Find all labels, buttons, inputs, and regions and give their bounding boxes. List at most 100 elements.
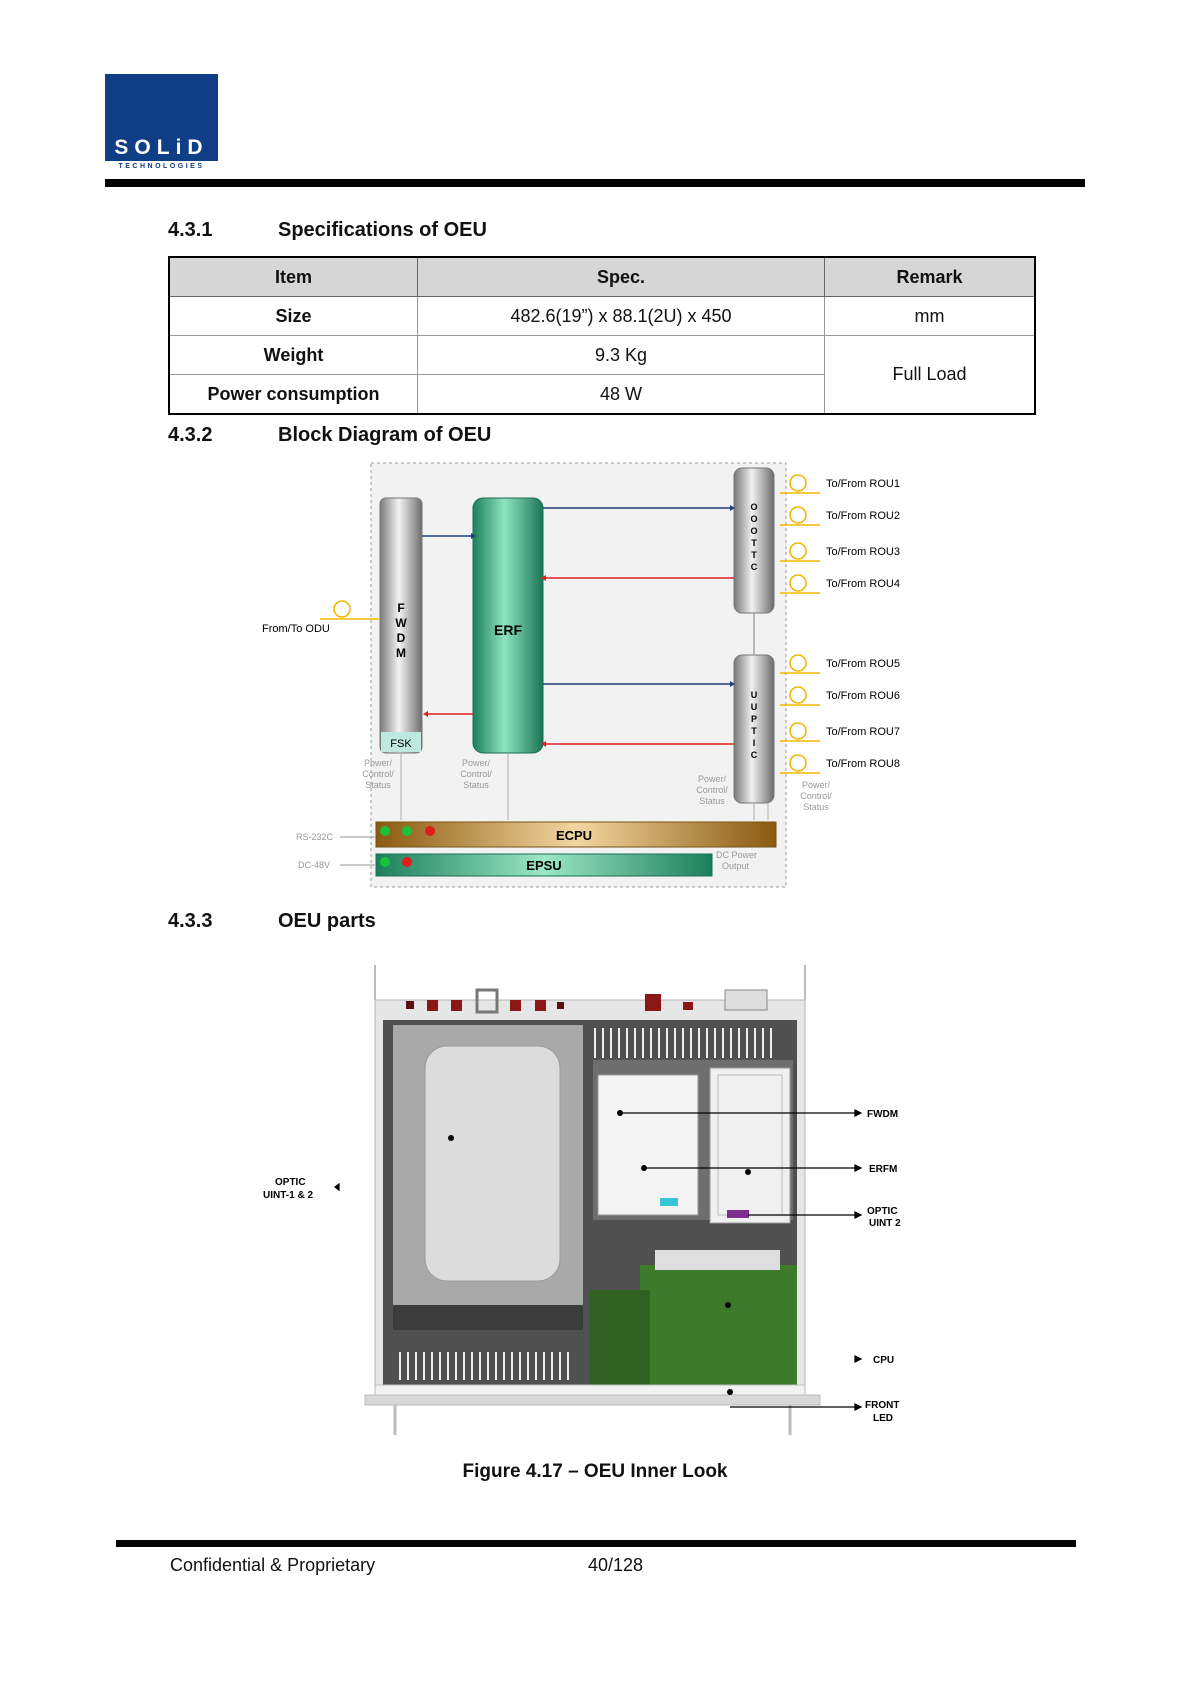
epsu-label: EPSU (526, 858, 561, 873)
optic-unit-2: U U P T I C (733, 654, 775, 804)
optic1-letter: O (750, 526, 757, 536)
table-row: Weight 9.3 Kg Full Load (168, 335, 1036, 415)
pcs-label: Power/ (462, 758, 491, 768)
front-panel (374, 1384, 806, 1396)
dc48-label: DC-48V (298, 860, 330, 870)
optic1-letter: C (751, 562, 758, 572)
spec-table: Item Spec. Remark Size 482.6(19”) x 88.1… (168, 256, 1036, 415)
cpu-board (590, 1250, 797, 1390)
io-labels: RS-232C DC-48V DC Power Output (296, 832, 757, 871)
rou-label: To/From ROU4 (826, 578, 900, 590)
fwdm-letter: W (395, 616, 407, 630)
pcs-labels: Power/ Control/ Status Power/ Control/ S… (362, 758, 832, 812)
fwdm-letter: F (397, 601, 404, 615)
epsu-module: EPSU (375, 853, 713, 877)
optic2-letter: U (751, 702, 758, 712)
callout-fwdm: FWDM (867, 1109, 898, 1120)
rou-label: To/From ROU8 (826, 758, 900, 770)
optic-unit-module (393, 1025, 583, 1380)
col-header-item: Item (168, 256, 418, 297)
footer-rule (116, 1540, 1076, 1547)
rou-label: To/From ROU6 (826, 690, 900, 702)
pcs-label: Power/ (364, 758, 393, 768)
optic1-letter: T (751, 538, 757, 548)
row-size-item: Size (168, 296, 418, 336)
block-diagram: F W D M FSK ERF O O O T T C U U P T I C (262, 462, 900, 888)
footer-confidential: Confidential & Proprietary (170, 1555, 376, 1575)
pcs-label: Status (365, 780, 391, 790)
fwdm-letter: D (397, 631, 406, 645)
optic2-letter: C (751, 750, 758, 760)
rou-label: To/From ROU7 (826, 726, 900, 738)
section-title-1: Specifications of OEU (278, 219, 487, 241)
row-size-remark: mm (824, 296, 1036, 336)
row-size-spec: 482.6(19”) x 88.1(2U) x 450 (417, 296, 825, 336)
erf-label: ERF (494, 622, 522, 638)
row-weight-item: Weight (168, 335, 418, 375)
pcs-label: Status (699, 796, 725, 806)
callout-optic-left: UINT-1 & 2 (263, 1190, 313, 1201)
row-power-item: Power consumption (168, 374, 418, 415)
optic1-letter: T (751, 550, 757, 560)
fwdm-module: F W D M FSK (379, 497, 423, 754)
callout-optic-left: OPTIC (275, 1177, 306, 1188)
front-led-indicator (727, 1389, 733, 1395)
callout-front-led: LED (873, 1413, 893, 1424)
heatsink-top (594, 1028, 772, 1058)
rou-label: To/From ROU2 (826, 510, 900, 522)
row-weight-spec: 9.3 Kg (417, 335, 825, 375)
col-header-spec: Spec. (417, 256, 825, 297)
pcs-label: Power/ (802, 780, 831, 790)
optic2-letter: U (751, 690, 758, 700)
optical-ports (320, 474, 820, 774)
callout-erfm: ERFM (869, 1164, 897, 1175)
callout-optic-right: OPTIC (867, 1206, 898, 1217)
pcs-label: Control/ (800, 791, 832, 801)
ecpu-label: ECPU (556, 828, 592, 843)
callout-lines (334, 1109, 863, 1411)
header-rule (105, 179, 1085, 187)
optic1-letter: O (750, 514, 757, 524)
optic-unit-2-board (709, 1067, 791, 1224)
section-title-3: OEU parts (278, 910, 376, 932)
section-number-2: 4.3.2 (168, 424, 213, 446)
col-header-remark: Remark (824, 256, 1036, 297)
callout-labels: OPTIC UINT-1 & 2 FWDM ERFM OPTIC UINT 2 … (263, 1109, 901, 1424)
section-number-1: 4.3.1 (168, 219, 213, 241)
io-lines (340, 836, 376, 866)
logo-text: SOLiD (114, 136, 209, 159)
callout-front-led: FRONT (865, 1400, 899, 1411)
optic2-letter: T (751, 726, 757, 736)
section-number-3: 4.3.3 (168, 910, 213, 932)
callout-cpu: CPU (873, 1355, 894, 1366)
company-logo: SOLiD TECHNOLOGIES (105, 74, 218, 172)
table-row: Size 482.6(19”) x 88.1(2U) x 450 mm (168, 296, 1036, 336)
diagram-frame (370, 462, 787, 888)
pcs-label: Control/ (460, 769, 492, 779)
figure-caption: Figure 4.17 – OEU Inner Look (462, 1461, 728, 1482)
optic2-letter: P (751, 714, 757, 724)
signal-arrows (422, 505, 755, 747)
oeu-parts-photo: OPTIC UINT-1 & 2 FWDM ERFM OPTIC UINT 2 … (263, 965, 901, 1435)
optic1-letter: O (750, 502, 757, 512)
callout-optic-right: UINT 2 (869, 1218, 901, 1229)
from-odu-label: From/To ODU (262, 623, 330, 635)
fsk-label: FSK (390, 738, 412, 750)
optic-unit-1: O O O T T C (733, 467, 775, 614)
rs232-label: RS-232C (296, 832, 334, 842)
row-power-spec: 48 W (417, 374, 825, 415)
logo-subtext: TECHNOLOGIES (105, 161, 218, 172)
table-row: Power consumption 48 W (168, 374, 1035, 415)
merged-remark: Full Load (824, 335, 1036, 415)
section-title-2: Block Diagram of OEU (278, 424, 492, 446)
ecpu-module: ECPU (375, 821, 777, 848)
pcs-connectors (400, 753, 769, 820)
rou-label: To/From ROU1 (826, 478, 900, 490)
optic2-letter: I (753, 738, 756, 748)
pcs-label: Control/ (696, 785, 728, 795)
dc-output-label: DC Power (716, 850, 757, 860)
dc-output-label: Output (722, 861, 750, 871)
pcs-label: Status (463, 780, 489, 790)
pcs-label: Power/ (698, 774, 727, 784)
rou-labels: To/From ROU1 To/From ROU2 To/From ROU3 T… (826, 478, 900, 770)
